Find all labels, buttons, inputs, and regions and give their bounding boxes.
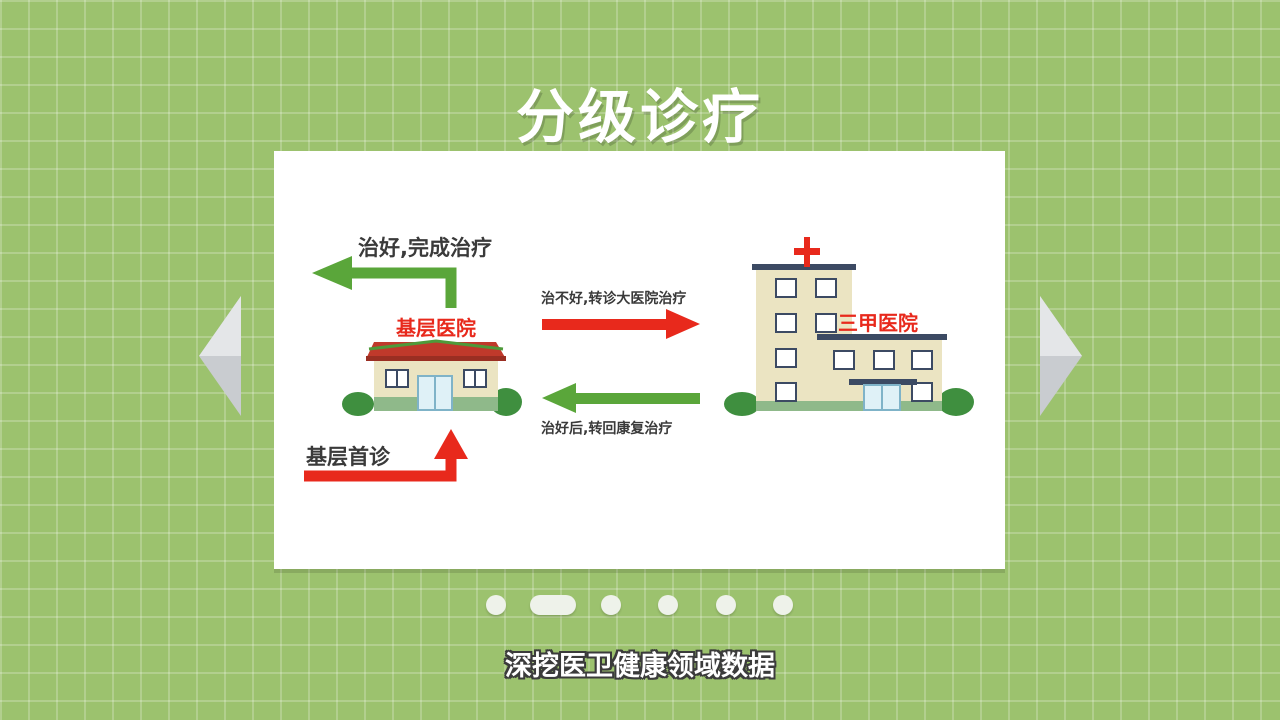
transfer-up-arrow (542, 309, 700, 339)
page-dot-1[interactable] (486, 595, 506, 615)
page-dot-3[interactable] (601, 595, 621, 615)
grassroots-hospital-building (342, 339, 522, 416)
first-visit-arrow (304, 429, 468, 482)
page-title: 分级诊疗 (515, 83, 764, 151)
tertiary-hospital-building (724, 237, 974, 416)
transfer-back-label: 治好后,转回康复治疗 (541, 420, 672, 437)
tertiary-hospital-label: 三甲医院 (838, 311, 918, 335)
referral-diagram: 治好,完成治疗 基层医院 基层首诊 治不好,转诊大医院治疗 (304, 236, 974, 482)
slide-pagination (0, 595, 1280, 617)
first-visit-label: 基层首诊 (306, 445, 391, 469)
cured-complete-arrow (312, 256, 457, 308)
page-dot-2-active[interactable] (530, 595, 576, 615)
page-dot-6[interactable] (773, 595, 793, 615)
transfer-up-label: 治不好,转诊大医院治疗 (541, 290, 686, 307)
transfer-back-arrow (542, 383, 700, 413)
next-slide-button[interactable] (1040, 296, 1082, 416)
cured-complete-label: 治好,完成治疗 (358, 236, 492, 260)
grassroots-hospital-label: 基层医院 (396, 316, 476, 340)
page-dot-4[interactable] (658, 595, 678, 615)
prev-slide-button[interactable] (199, 296, 241, 416)
diagram-card: 治好,完成治疗 基层医院 基层首诊 治不好,转诊大医院治疗 (274, 151, 1005, 569)
page-dot-5[interactable] (716, 595, 736, 615)
caption-subtitle: 深挖医卫健康领域数据 (505, 651, 775, 682)
